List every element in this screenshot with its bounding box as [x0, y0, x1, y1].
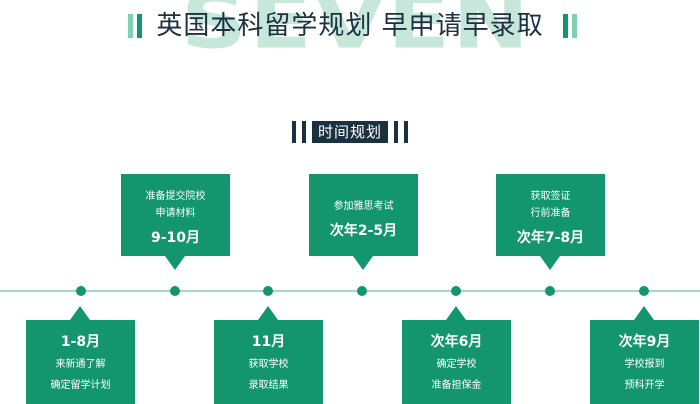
timeline-dot [263, 286, 273, 296]
timeline-card-prepare-materials: 准备提交院校 申请材料 9-10月 [121, 174, 230, 270]
timeline-dot [451, 286, 461, 296]
subtitle-bar-left-2 [301, 121, 306, 143]
timeline-card-ielts: 参加雅思考试 次年2-5月 [309, 174, 418, 270]
title-left-decoration [128, 14, 142, 38]
card-desc: 确定学校 [436, 359, 477, 370]
subtitle-bar-left-1 [291, 121, 296, 143]
timeline-dot [545, 286, 555, 296]
card-date: 9-10月 [150, 230, 201, 246]
card-desc: 参加雅思考试 [333, 201, 394, 212]
timeline-dot [357, 286, 367, 296]
card-date: 1-8月 [60, 334, 101, 350]
card-date: 次年9月 [618, 334, 671, 350]
timeline-card-deposit: 次年6月 确定学校 准备担保金 [402, 306, 511, 404]
timeline-card-plan: 1-8月 来新通了解 确定留学计划 [26, 306, 135, 404]
timeline-card-enroll: 次年9月 学校报到 预科开学 [590, 306, 699, 404]
card-desc: 申请材料 [155, 208, 196, 219]
seven-watermark: SEVEN [180, 0, 532, 66]
section-title: 时间规划 [311, 121, 388, 143]
section-header: 时间规划 [0, 121, 700, 143]
timeline-dot [170, 286, 180, 296]
page-title: 英国本科留学规划 早申请早录取 [156, 11, 544, 41]
card-desc: 准备提交院校 [145, 191, 206, 202]
card-desc: 获取签证 [530, 191, 571, 202]
card-date: 次年2-5月 [329, 223, 398, 239]
card-date: 11月 [251, 334, 286, 350]
card-desc: 获取学校 [248, 359, 289, 370]
title-right-decoration [563, 14, 577, 38]
card-desc: 准备担保金 [431, 380, 482, 391]
card-desc: 行前准备 [530, 208, 571, 219]
card-desc: 录取结果 [248, 380, 289, 391]
subtitle-bar-right-2 [404, 121, 408, 143]
card-desc: 确定留学计划 [50, 380, 111, 391]
timeline-card-offer: 11月 获取学校 录取结果 [214, 306, 323, 404]
card-desc: 预科开学 [624, 380, 665, 391]
timeline-card-visa: 获取签证 行前准备 次年7-8月 [496, 174, 605, 270]
timeline-line [0, 290, 700, 292]
timeline-dot [639, 286, 649, 296]
card-desc: 学校报到 [624, 359, 665, 370]
card-desc: 来新通了解 [55, 359, 106, 370]
card-date: 次年7-8月 [516, 230, 585, 246]
card-date: 次年6月 [430, 334, 483, 350]
timeline-dot [76, 286, 86, 296]
subtitle-bar-right-1 [394, 121, 398, 143]
